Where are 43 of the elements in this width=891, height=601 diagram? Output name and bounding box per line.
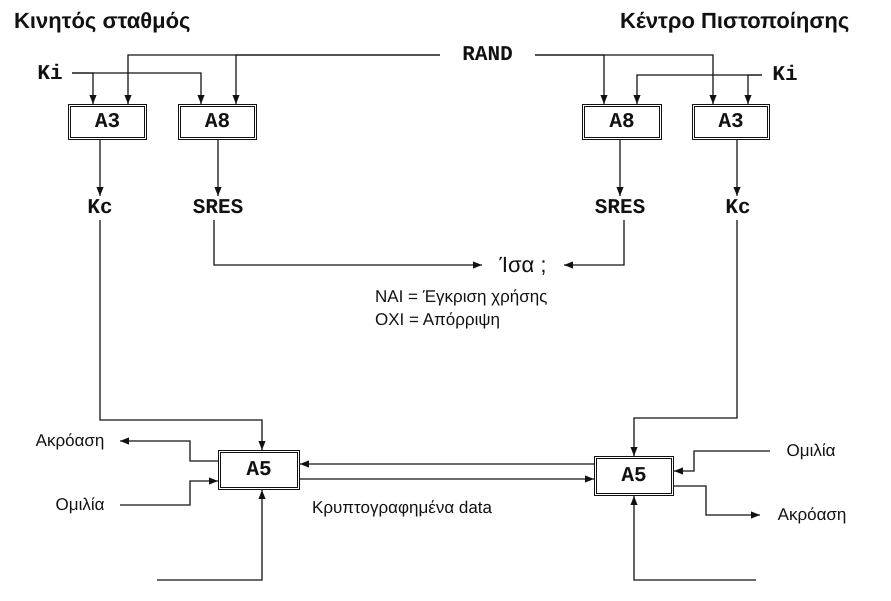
arrow [535,54,717,104]
arrow [120,437,218,462]
arrow [214,140,222,196]
arrow [733,140,741,196]
arrow [744,74,762,104]
arrow [120,477,218,506]
label: Ki [762,63,808,87]
label: Kc [80,196,120,220]
arrow [232,54,440,104]
process-box: A5 [594,456,674,496]
process-box: A3 [692,104,770,140]
note: ΟΧΙ = Απόρριψη [375,310,500,330]
arrow [674,450,770,475]
label: Ομιλία [770,439,852,463]
process-box: A3 [68,104,147,140]
title: Κινητός σταθμός [14,8,190,34]
label: Kc [716,196,760,220]
label: RAND [440,44,535,66]
process-box: A5 [218,450,300,490]
label: SRES [580,196,660,220]
arrow [96,140,104,196]
process-box: A8 [178,104,257,140]
arrow [674,485,760,519]
arrow [300,460,594,468]
note: ΝΑΙ = Έγκριση χρήσης [375,287,548,307]
edge-label: Κρυπτογραφημένα data [310,498,494,518]
arrow [99,220,266,450]
arrow [300,475,594,483]
arrow [630,220,738,456]
label: Ακρόαση [20,429,120,453]
label: Ομιλία [40,493,120,517]
arrow [616,140,624,196]
arrow [72,72,205,104]
label: Ακρόαση [760,503,864,527]
title: Κέντρο Πιστοποίησης [620,8,850,34]
label: Ki [28,62,72,86]
label: SRES [178,196,258,220]
arrow [630,496,756,581]
arrow [157,490,266,581]
arrow [213,220,482,269]
arrow [564,220,625,269]
process-box: A8 [582,104,662,140]
label: Ίσα ; [482,250,564,280]
